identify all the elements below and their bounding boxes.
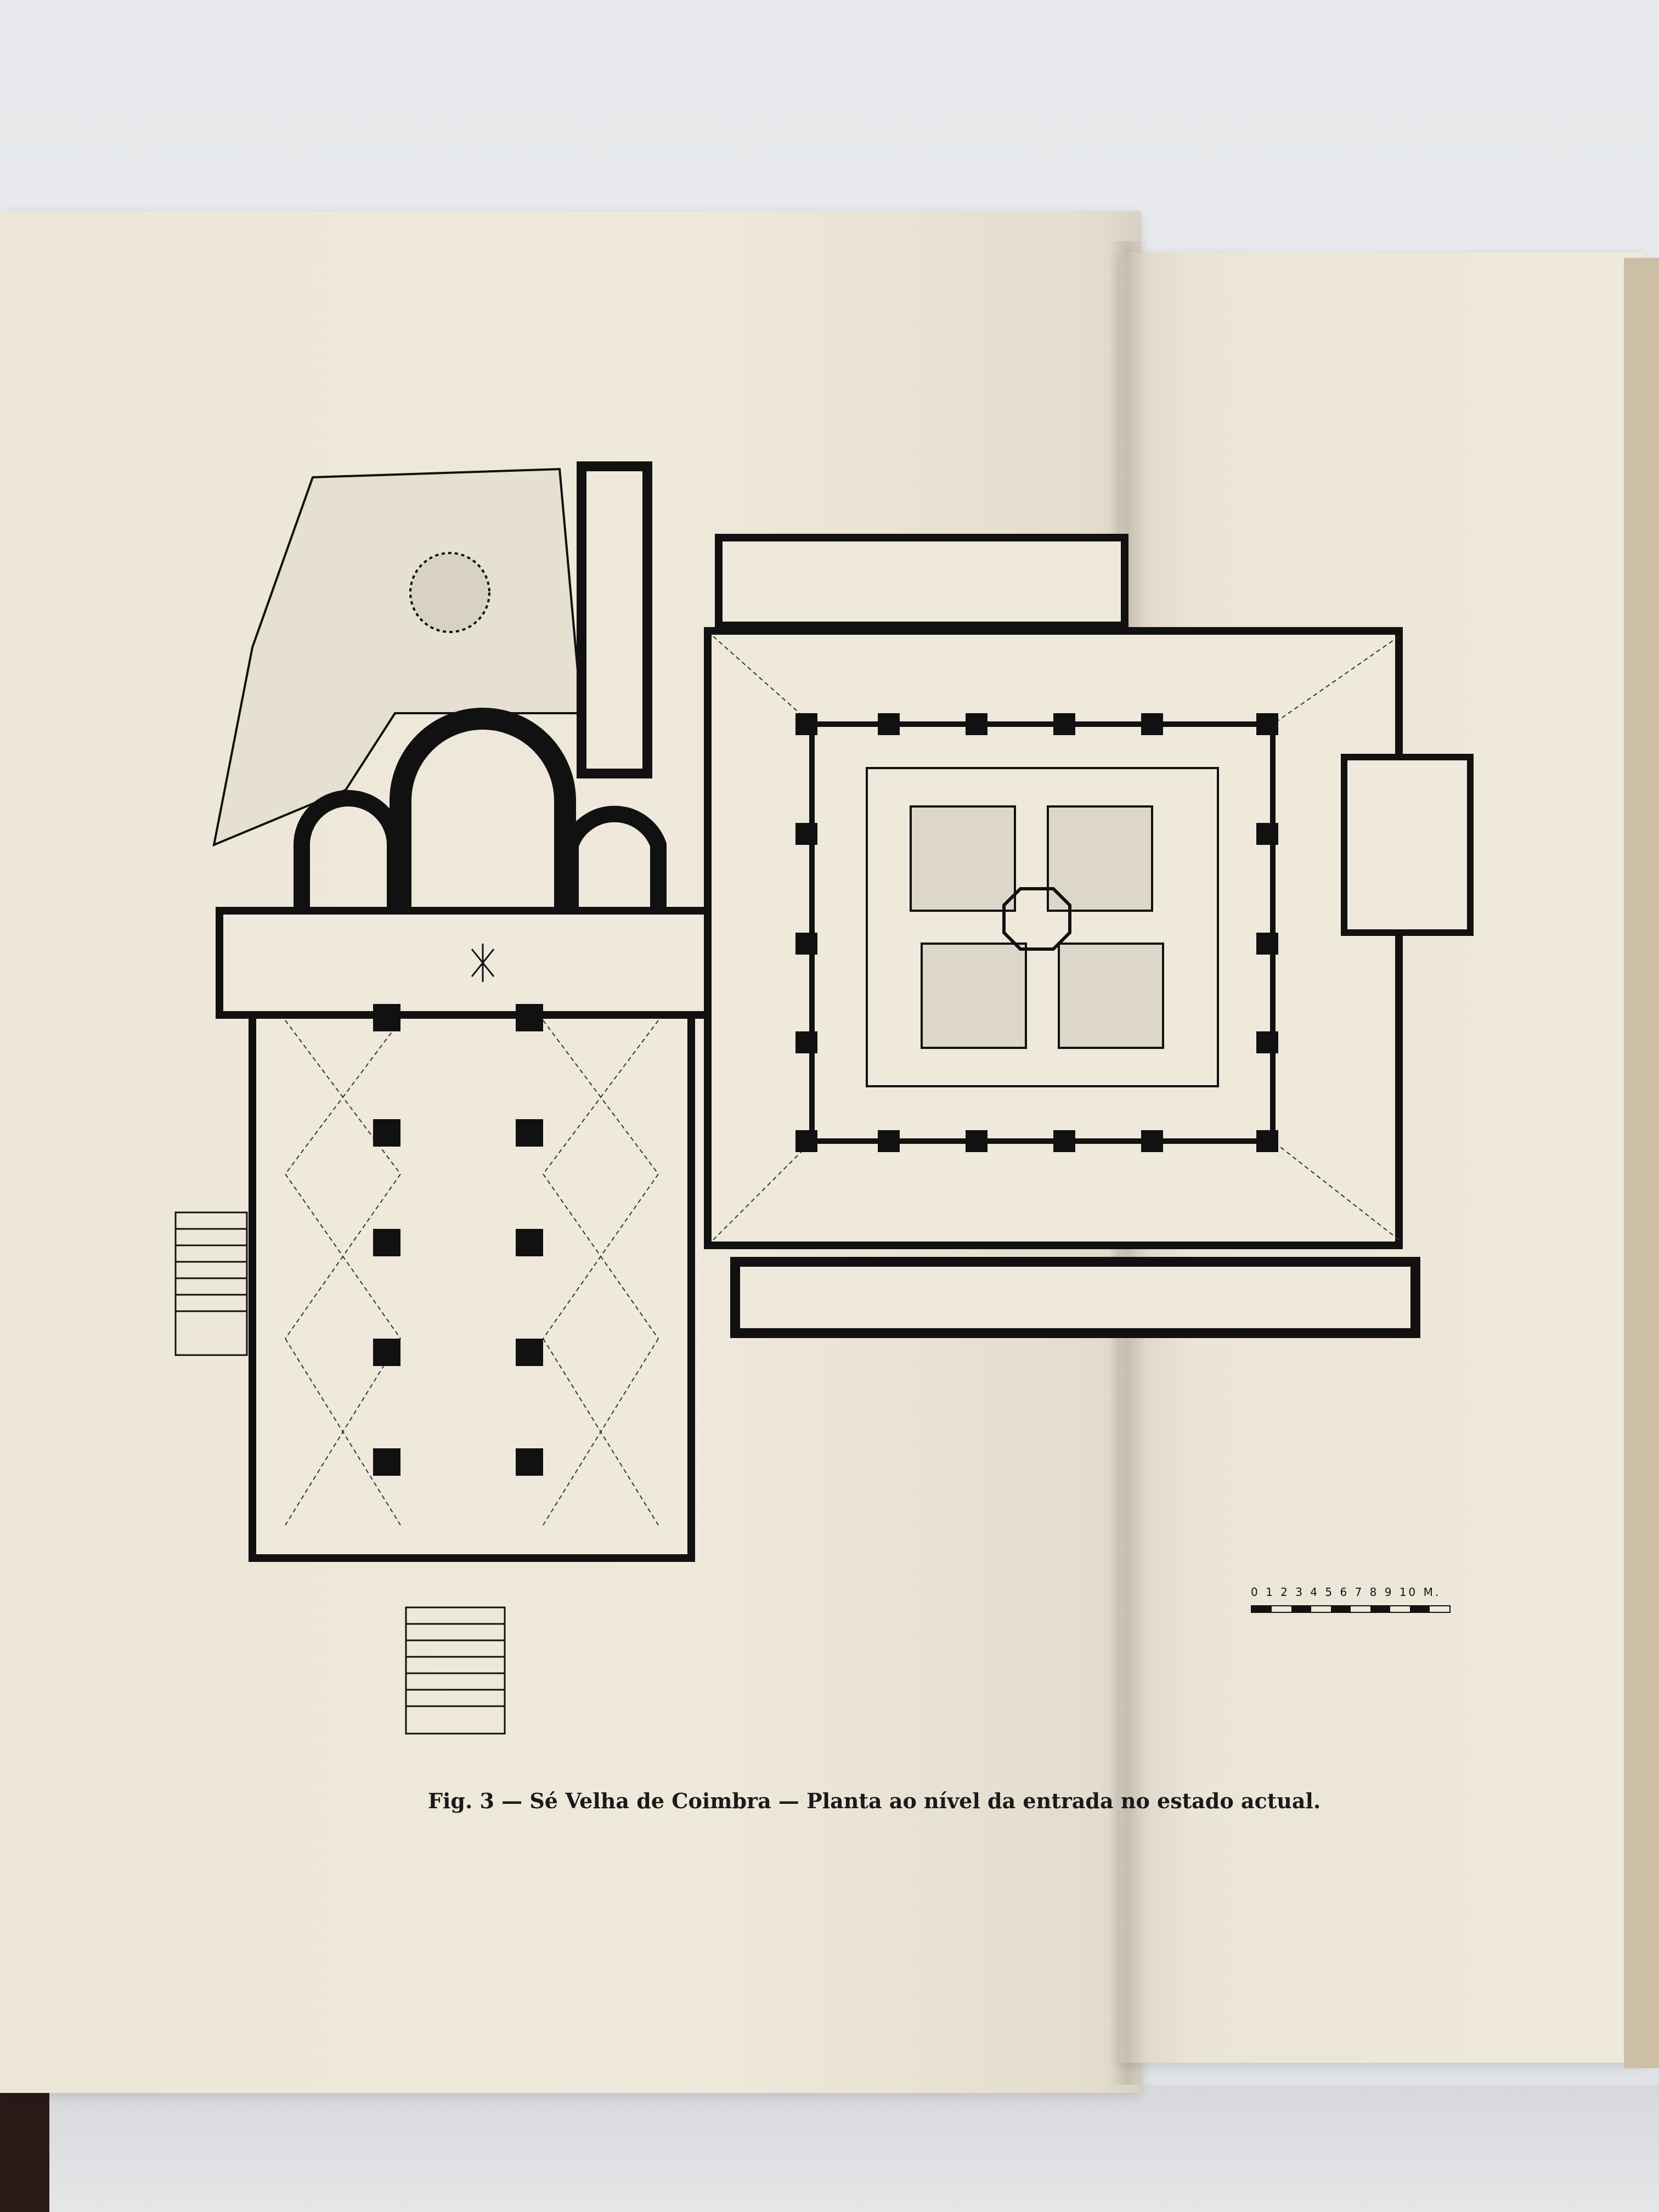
book-cover-edge — [1624, 258, 1659, 2068]
west-stairs — [405, 1606, 506, 1735]
book-edge — [0, 2079, 49, 2212]
crossing-marker — [471, 944, 495, 982]
garden-bed — [1058, 943, 1164, 1049]
north-range — [715, 534, 1128, 629]
garden-area — [212, 467, 583, 847]
garden-bed — [1047, 805, 1153, 912]
cloister-garden — [866, 767, 1219, 1087]
garden-circle — [409, 552, 490, 633]
fountain — [1002, 887, 1071, 951]
nave-walls — [249, 984, 695, 1562]
side-stairs — [174, 1211, 248, 1356]
table-shadow — [0, 2085, 1659, 2212]
side-apse-right — [562, 805, 667, 911]
north-tower — [577, 461, 652, 778]
piers — [373, 713, 1278, 1476]
figure-caption: Fig. 3 — Sé Velha de Coimbra — Planta ao… — [428, 1788, 1321, 1813]
garden-bed — [910, 805, 1016, 912]
south-range — [730, 1257, 1420, 1338]
garden-bed — [921, 943, 1027, 1049]
vault-lines — [285, 636, 1400, 1526]
scale-label: 0 1 2 3 4 5 6 7 8 9 10 M. — [1251, 1585, 1441, 1599]
side-apse-left — [294, 790, 403, 911]
main-apse — [390, 708, 576, 911]
transept — [216, 907, 794, 1019]
cloister-inner — [809, 721, 1276, 1144]
scale-bar: 0 1 2 3 4 5 6 7 8 9 10 M. — [1251, 1585, 1481, 1618]
scale-ruler — [1251, 1605, 1451, 1613]
floor-plan — [174, 461, 1474, 1735]
east-chapel — [1341, 754, 1474, 936]
